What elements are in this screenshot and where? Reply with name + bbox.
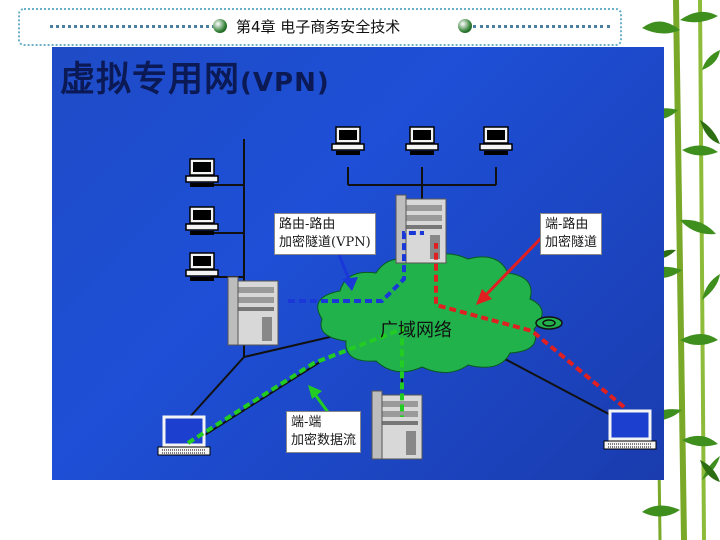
header-bullet-left-icon	[213, 19, 227, 33]
wan-cloud	[317, 253, 543, 373]
slide-title-main: 虚拟专用网	[60, 60, 241, 100]
chapter-header: 第4章 电子商务安全技术	[18, 8, 622, 46]
pc-top-2-icon	[405, 126, 439, 156]
router-router-label-line1: 路由-路由	[279, 217, 336, 232]
vpn-slide: 虚拟专用网(VPN) 路由-路由 加密隧道(VPN) 端-路由 加密隧道 端-端…	[52, 47, 664, 480]
end-end-stream	[186, 326, 404, 445]
end-router-label-line2: 加密隧道	[545, 235, 598, 250]
router-router-label-line2: 加密隧道(VPN)	[279, 235, 371, 250]
cloud-connector-icon	[535, 316, 563, 330]
pc-left-2-icon	[185, 206, 219, 236]
end-router-tunnel	[434, 243, 626, 409]
arrow-red-icon	[476, 231, 548, 305]
router-router-label: 路由-路由 加密隧道(VPN)	[274, 213, 376, 255]
end-router-label: 端-路由 加密隧道	[540, 213, 603, 255]
pc-top-3-icon	[479, 126, 513, 156]
header-dotted-line-right	[473, 25, 610, 28]
end-end-label: 端-端 加密数据流	[286, 411, 362, 453]
wan-cloud-label: 广域网络	[380, 320, 452, 341]
pc-top-1-icon	[331, 126, 365, 156]
slide-title: 虚拟专用网(VPN)	[60, 51, 330, 102]
end-end-label-line1: 端-端	[291, 415, 322, 430]
slide-title-suffix: (VPN)	[240, 68, 330, 98]
router-top-icon	[395, 194, 447, 264]
header-dotted-line-left	[50, 25, 215, 28]
end-end-label-line2: 加密数据流	[291, 433, 357, 448]
pc-left-1-icon	[185, 158, 219, 188]
laptop-right-icon	[602, 409, 658, 451]
router-router-tunnel	[288, 231, 424, 303]
end-router-label-line1: 端-路由	[545, 217, 589, 232]
header-bullet-right-icon	[458, 19, 472, 33]
router-left-icon	[227, 276, 279, 346]
server-bottom-icon	[371, 390, 423, 460]
chapter-title: 第4章 电子商务安全技术	[236, 18, 401, 36]
